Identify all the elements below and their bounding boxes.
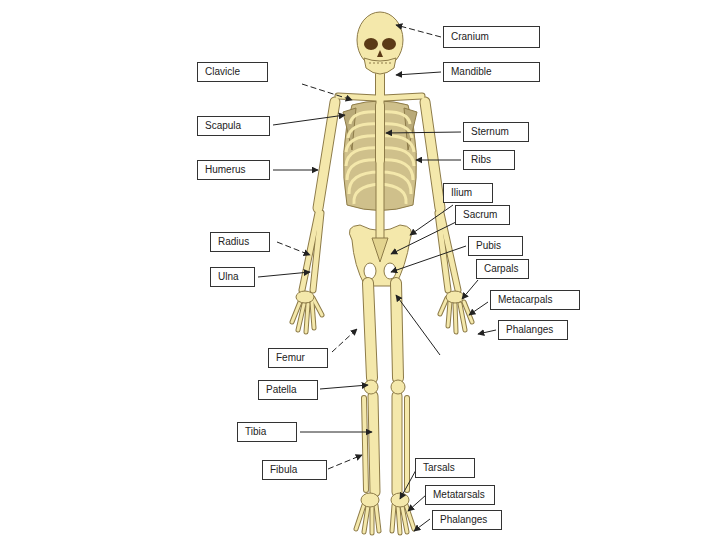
label-box: Patella (258, 380, 318, 400)
label-box: Tarsals (415, 458, 475, 478)
leader-lines (258, 25, 496, 531)
label-text: Pubis (476, 239, 501, 253)
carpal-shape (446, 291, 464, 303)
label-box: Metatarsals (425, 485, 495, 505)
label-box: Fibula (262, 460, 327, 480)
sacrum-shape (372, 238, 388, 262)
label-text: Humerus (205, 163, 246, 177)
label-box: Cranium (443, 26, 540, 48)
label-text: Tarsals (423, 461, 455, 475)
label-box: Metacarpals (490, 290, 580, 310)
tarsal-shape (361, 493, 379, 507)
label-box: Radius (210, 232, 270, 252)
nasal-cavity (377, 50, 383, 57)
label-text: Ribs (471, 153, 491, 167)
label-text: Femur (276, 351, 305, 365)
label-text: Phalanges (440, 513, 487, 527)
label-box: Carpals (476, 259, 529, 279)
label-text: Fibula (270, 463, 297, 477)
label-box: Phalanges (432, 510, 502, 530)
label-text: Metacarpals (498, 293, 552, 307)
teeth (369, 63, 391, 64)
label-text: Mandible (451, 65, 492, 79)
label-text: Phalanges (506, 323, 553, 337)
eye-socket (364, 38, 378, 50)
label-box: Clavicle (197, 62, 268, 82)
jaw (364, 58, 396, 74)
carpal-shape (296, 291, 314, 303)
eye-socket (382, 38, 396, 50)
label-text: Patella (266, 383, 297, 397)
label-box: Phalanges (498, 320, 568, 340)
label-box: Ilium (443, 183, 493, 203)
label-text: Sacrum (463, 208, 497, 222)
label-box: Femur (268, 348, 328, 368)
pelvis-hole (364, 263, 376, 279)
label-text: Radius (218, 235, 249, 249)
label-text: Ilium (451, 186, 472, 200)
tarsal-shape (391, 493, 409, 507)
label-text: Carpals (484, 262, 518, 276)
label-box: Sternum (463, 122, 529, 142)
label-box: Humerus (197, 160, 270, 180)
label-text: Tibia (245, 425, 266, 439)
label-text: Sternum (471, 125, 509, 139)
label-box: Tibia (237, 422, 297, 442)
label-box: Mandible (443, 62, 540, 82)
patella-shape (364, 380, 378, 394)
label-box: Sacrum (455, 205, 510, 225)
label-text: Clavicle (205, 65, 240, 79)
label-box: Ulna (210, 267, 255, 287)
label-box: Scapula (197, 116, 270, 136)
label-text: Cranium (451, 30, 489, 44)
label-box: Pubis (468, 236, 523, 256)
label-box: Ribs (463, 150, 515, 170)
label-text: Ulna (218, 270, 239, 284)
patella-shape (391, 380, 405, 394)
label-text: Metatarsals (433, 488, 485, 502)
label-text: Scapula (205, 119, 241, 133)
